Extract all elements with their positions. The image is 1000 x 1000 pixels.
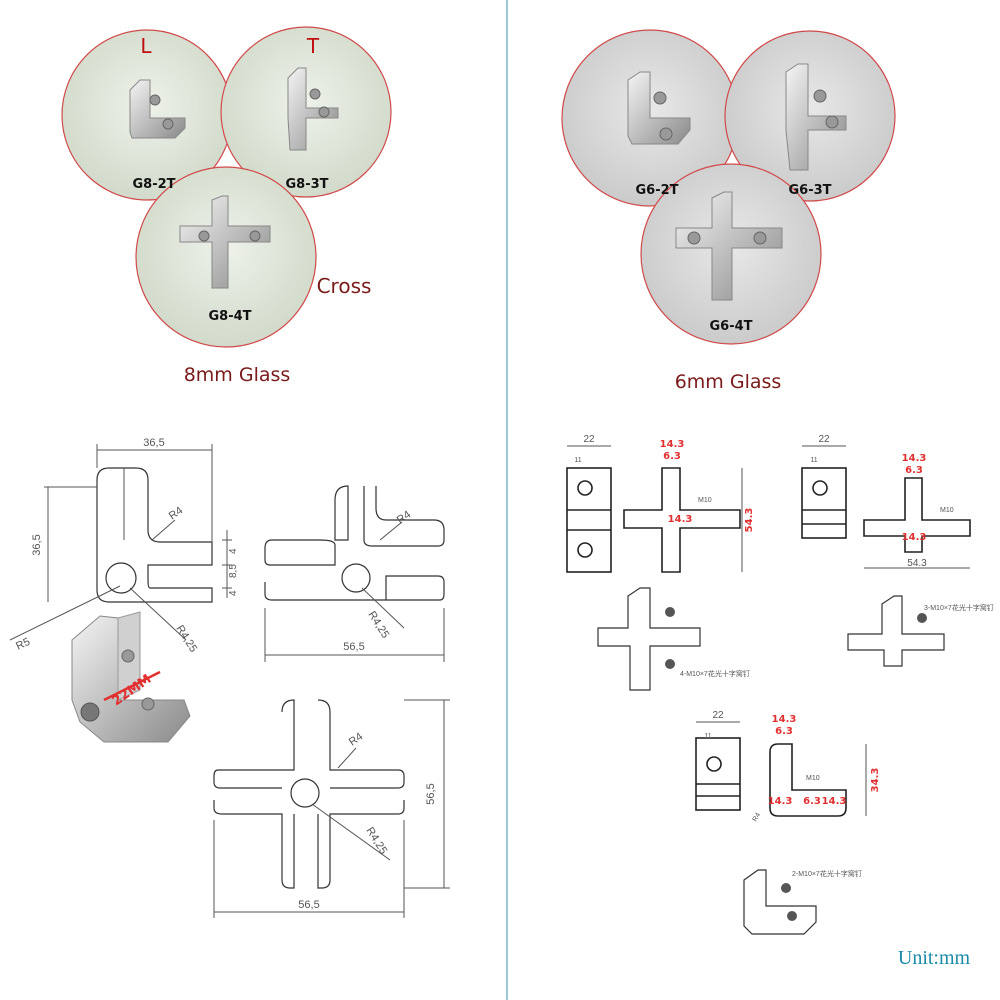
code-g8-4t: G8-4T <box>208 309 251 324</box>
dim-g6-3t-m10: M10 <box>940 507 954 514</box>
dim-g6-2t-14-3b: 14.3 <box>768 796 793 807</box>
dim-g6-2t-11: 11 <box>704 733 711 740</box>
dim-g6-2t-14-3a: 14.3 <box>772 714 797 725</box>
dim-g6-3t-14-3b: 14.3 <box>902 532 927 543</box>
dim-g6-4t-6-3: 6.3 <box>663 451 681 462</box>
dim-g6-2t-34-3: 34.3 <box>870 768 881 793</box>
label-t: T <box>306 34 320 58</box>
connector-photo-t-icon <box>287 67 339 151</box>
dim-t-r4: R4 <box>395 509 413 527</box>
label-l: L <box>140 34 152 58</box>
dim-c-height: 56,5 <box>425 783 437 804</box>
dim-l-r5: R5 <box>14 636 32 653</box>
connector-photo-g6-4t-icon <box>675 191 783 301</box>
dim-g6-2t-6-3b: 6.3 <box>803 796 821 807</box>
dim-l-width: 36,5 <box>143 437 164 449</box>
dim-g6-3t-14-3a: 14.3 <box>902 453 927 464</box>
dim-c-width: 56,5 <box>298 899 319 911</box>
dim-l-height: 36,5 <box>31 534 43 555</box>
dim-g6-3t-11: 11 <box>810 457 817 464</box>
caption-6mm-glass: 6mm Glass <box>675 371 782 393</box>
drawing-g6-2t: 22 11 14.3 6.3 M10 14.3 6.3 14.3 34.3 R4… <box>695 710 881 935</box>
code-g8-3t: G8-3T <box>285 177 328 192</box>
dim-l-r4: R4 <box>167 505 185 523</box>
dim-g6-3t-54-3: 54.3 <box>907 558 927 569</box>
dim-t-r4-25: R4,25 <box>365 609 391 640</box>
connector-photo-cross-icon <box>179 195 271 289</box>
code-g6-2t: G6-2T <box>635 183 678 198</box>
left-product-circles: L T Cross G8-2T G8-3T G8-4T 8mm Glass <box>61 26 392 386</box>
dim-g6-4t-14-3b: 14.3 <box>668 514 693 525</box>
dim-g6-2t-r4: R4 <box>752 812 763 823</box>
dim-c-r4: R4 <box>347 731 365 749</box>
caption-8mm-glass: 8mm Glass <box>184 364 291 386</box>
note-2-m10: 2-M10×7花光十字窝钉 <box>792 869 862 878</box>
dim-g6-4t-14-3a: 14.3 <box>660 439 685 450</box>
right-product-circles: G6-2T G6-3T G6-4T 6mm Glass <box>561 29 896 393</box>
dim-g6-2t-14-3c: 14.3 <box>822 796 847 807</box>
dim-l-4b: 4 <box>228 590 239 596</box>
drawing-t-connector: R4 R4,25 56,5 <box>264 485 445 662</box>
code-g6-4t: G6-4T <box>709 319 752 334</box>
dim-g6-2t-6-3a: 6.3 <box>775 726 793 737</box>
dim-g6-4t-22: 22 <box>583 434 595 445</box>
note-3-m10: 3-M10×7花光十字窝钉 <box>924 603 994 612</box>
connector-photo-l-icon <box>129 79 186 139</box>
connector-photo-g6-3t-icon <box>785 63 847 171</box>
dim-g6-3t-22: 22 <box>818 434 830 445</box>
drawing-g6-4t: 22 11 14.3 6.3 54.3 M10 14.3 4-M10×7花光十字… <box>566 434 755 691</box>
dim-l-8-5: 8,5 <box>228 564 239 578</box>
dim-g6-4t-m10: M10 <box>698 497 712 504</box>
code-g8-2t: G8-2T <box>132 177 175 192</box>
dim-g6-4t-54-3: 54.3 <box>744 508 755 533</box>
code-g6-3t: G6-3T <box>788 183 831 198</box>
unit-label: Unit:mm <box>898 947 971 969</box>
dim-t-width: 56,5 <box>343 641 364 653</box>
dim-l-r4-25: R4,25 <box>173 623 199 654</box>
drawing-cross-connector: R4 56,5 R4,25 56,5 <box>213 699 450 918</box>
dim-g6-2t-22: 22 <box>712 710 724 721</box>
dim-g6-3t-6-3: 6.3 <box>905 465 923 476</box>
connector-photo-closeup-icon: 22MM <box>71 611 191 743</box>
dim-l-4a: 4 <box>228 548 239 554</box>
connector-photo-g6-2t-icon <box>627 71 691 145</box>
dim-g6-4t-11: 11 <box>574 457 581 464</box>
drawing-g6-3t: 22 11 14.3 6.3 M10 14.3 54.3 3-M10×7花光十字… <box>801 434 994 667</box>
dim-c-r4-25: R4,25 <box>363 825 389 856</box>
note-4-m10: 4-M10×7花光十字窝钉 <box>680 669 750 678</box>
dim-g6-2t-m10: M10 <box>806 775 820 782</box>
label-cross: Cross <box>317 274 372 298</box>
drawing-l-connector: 36,5 36,5 R4 4 8,5 4 R5 R4,25 <box>9 437 239 654</box>
